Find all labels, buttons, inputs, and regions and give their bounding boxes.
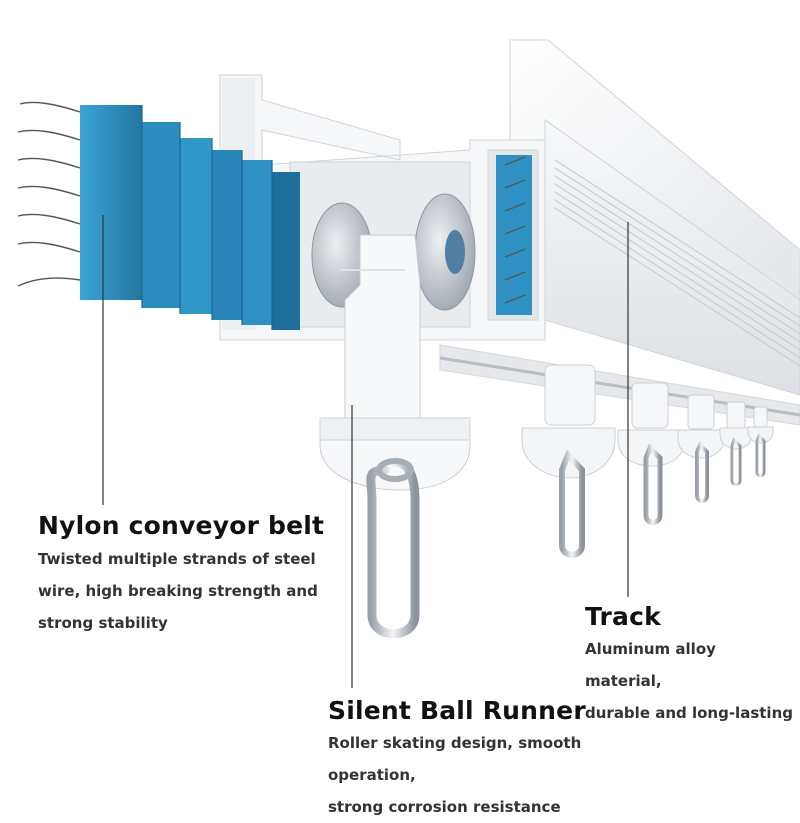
runner-carrier <box>319 234 471 491</box>
callout-runner-title: Silent Ball Runner <box>328 696 586 725</box>
callout-runner-line-2: strong corrosion resistance <box>328 798 561 816</box>
main-hook <box>366 457 420 639</box>
nylon-belt <box>17 101 300 330</box>
curtain-track-illustration <box>17 39 800 688</box>
callout-belt-line-3: strong stability <box>38 614 168 632</box>
callout-belt-line-2: wire, high breaking strength and <box>38 582 318 600</box>
callout-track: Track Aluminum alloy material, durable a… <box>585 601 795 729</box>
callout-nylon-belt: Nylon conveyor belt Twisted multiple str… <box>38 509 338 639</box>
callout-belt-title: Nylon conveyor belt <box>38 511 325 540</box>
belt-inner <box>496 155 532 315</box>
callout-track-line-1: Aluminum alloy material, <box>585 640 716 690</box>
callout-track-title: Track <box>585 602 661 631</box>
callout-silent-runner: Silent Ball Runner Roller skating design… <box>328 695 668 823</box>
callout-belt-line-1: Twisted multiple strands of steel <box>38 550 316 568</box>
leader-lines <box>102 215 629 688</box>
callout-runner-line-1: Roller skating design, smooth operation, <box>328 734 582 784</box>
callout-track-line-2: durable and long-lasting <box>585 704 793 722</box>
additional-runners <box>521 364 774 558</box>
